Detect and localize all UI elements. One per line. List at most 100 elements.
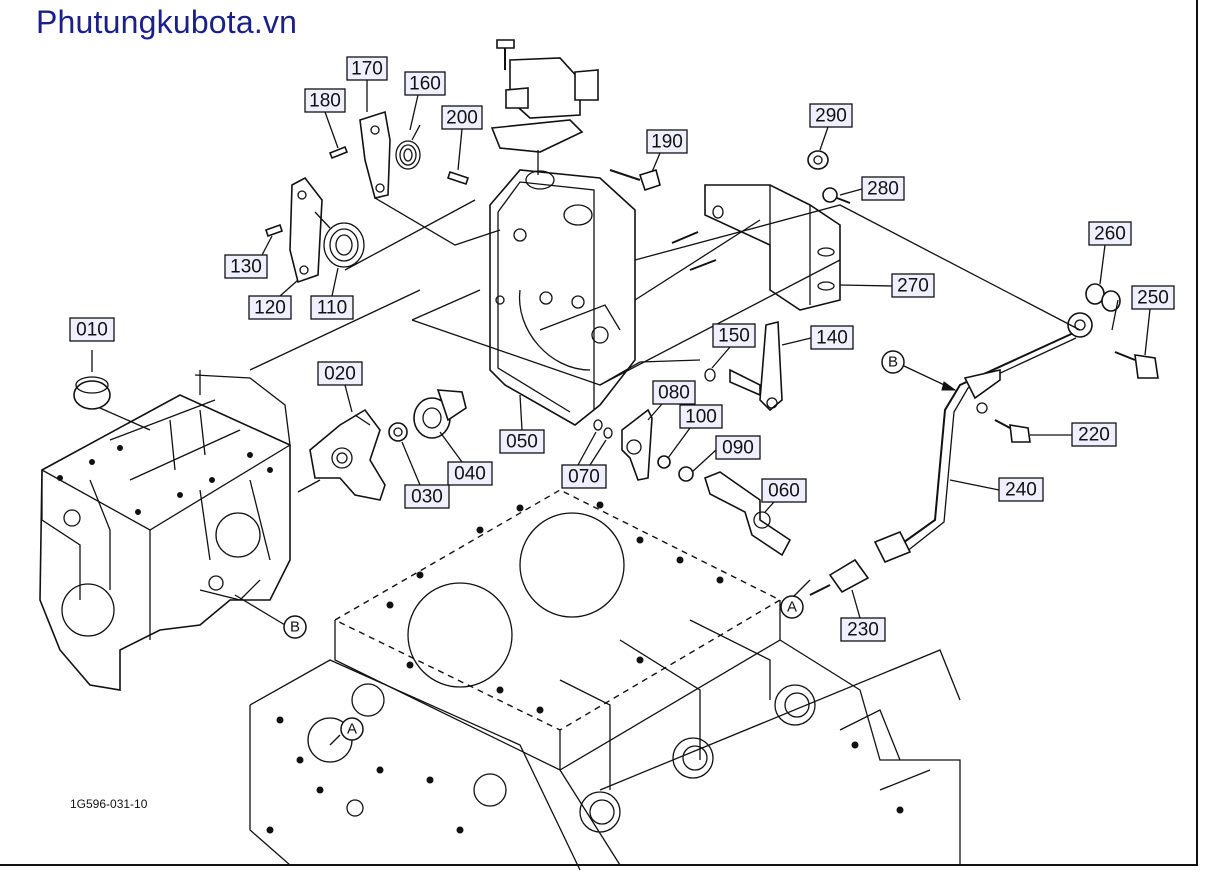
svg-text:140: 140 [816,328,848,349]
callout-180: 180 [304,88,346,149]
svg-text:100: 100 [685,407,717,428]
callout-270: 270 [839,273,935,298]
part-030-collar [388,422,408,442]
part-170-lever [359,110,391,199]
part-260-washers [1067,283,1121,338]
engine-block [249,489,961,871]
svg-text:130: 130 [230,257,262,278]
callout-290: 290 [809,103,853,151]
part-050-governor-housing [489,169,636,426]
svg-text:A: A [347,721,357,738]
drawing-code: 1G596-031-10 [70,797,148,811]
svg-text:260: 260 [1094,224,1126,245]
part-220-bolt [994,419,1031,443]
svg-text:040: 040 [454,464,486,485]
part-150-o-ring [704,368,716,382]
svg-text:240: 240 [1005,480,1037,501]
svg-text:110: 110 [317,298,347,319]
part-090-washer [678,466,694,482]
callout-190: 190 [646,129,688,173]
part-180-pin [328,145,349,160]
part-290-nut [807,150,829,170]
svg-text:120: 120 [254,298,286,319]
svg-text:200: 200 [446,108,478,129]
part-190-bolt [609,168,661,192]
svg-text:180: 180 [309,91,341,112]
callout-160: 160 [404,71,446,131]
site-title[interactable]: Phutungkubota.vn [36,4,298,40]
callout-050: 050 [499,394,545,454]
callout-060: 060 [761,478,807,513]
callout-120: 120 [248,279,299,320]
callout-240: 240 [949,477,1044,502]
ref-marker-b-bottom: B [283,615,307,639]
part-080-plate [621,408,653,481]
svg-text:070: 070 [568,467,600,488]
svg-text:090: 090 [722,438,754,459]
callout-020: 020 [317,361,363,413]
part-200-pin [446,170,470,186]
ref-marker-a-right: A [780,595,804,619]
solenoid-assembly [490,39,599,175]
callout-040: 040 [439,431,493,486]
svg-text:230: 230 [847,620,879,641]
callout-100: 100 [667,404,723,459]
part-070-o-rings [593,419,613,439]
part-160-spring [395,124,421,170]
studs [671,231,717,271]
svg-text:250: 250 [1137,288,1169,309]
svg-text:050: 050 [506,432,538,453]
ref-marker-a-block: A [340,717,364,741]
callout-280: 280 [839,176,905,201]
svg-text:150: 150 [718,326,750,347]
svg-text:280: 280 [867,179,899,200]
callout-130: 130 [224,235,273,279]
callout-260: 260 [1088,221,1132,285]
part-100-washer [657,455,671,469]
callout-080: 080 [647,380,696,421]
part-230-fitting [809,530,912,596]
callout-170: 170 [346,56,388,112]
part-240-pipe [899,329,1081,553]
part-140-lever-shaft [729,320,783,412]
part-280-bolt [822,187,851,204]
svg-text:270: 270 [897,276,929,297]
part-120-lever [289,176,323,284]
callout-220: 220 [1030,422,1117,447]
part-010-plug [73,350,151,431]
part-130-pin [264,223,284,238]
svg-text:290: 290 [815,106,847,127]
gear-case [39,370,291,691]
callout-140: 140 [781,325,854,350]
svg-text:160: 160 [409,74,441,95]
callout-010: 010 [69,317,115,342]
svg-text:190: 190 [651,132,683,153]
svg-text:A: A [787,599,797,616]
svg-text:170: 170 [351,59,383,80]
callout-070: 070 [561,431,607,489]
part-040-sleeve [413,389,467,439]
svg-text:080: 080 [658,383,690,404]
callout-200: 200 [441,105,483,171]
callout-030: 030 [401,441,450,509]
callout-150: 150 [711,323,756,369]
svg-text:010: 010 [76,320,108,341]
leader-lines [234,197,1081,746]
svg-text:B: B [888,354,898,371]
callout-110: 110 [310,267,354,320]
svg-text:220: 220 [1078,425,1110,446]
part-020-fork [309,408,386,501]
svg-text:020: 020 [324,364,356,385]
part-250-bolt [1114,351,1159,379]
svg-text:060: 060 [768,481,800,502]
svg-text:B: B [290,619,300,636]
callout-250: 250 [1131,285,1175,356]
ref-marker-b-top: B [881,350,957,391]
callout-260-leader [1111,299,1119,331]
part-110-spring [314,211,365,268]
page-frame [0,0,1198,866]
svg-text:030: 030 [411,487,443,508]
part-060-lever-shaft [704,471,792,557]
callout-230: 230 [840,589,886,642]
